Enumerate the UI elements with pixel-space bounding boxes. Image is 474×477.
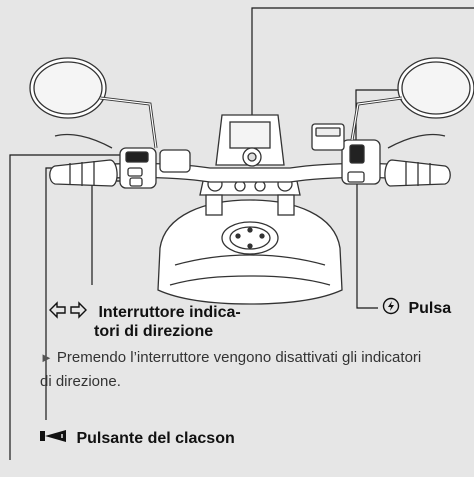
- turn-signal-label: Interruttore indica-: [48, 301, 241, 325]
- hazard-button-text: Pulsa: [408, 300, 452, 318]
- handlebar: [49, 123, 451, 189]
- horn-button-text: Pulsante del clacson: [76, 430, 235, 448]
- hazard-icon: [382, 297, 400, 321]
- left-right-arrows-icon: [48, 301, 88, 325]
- hazard-button-label: Pulsa: [382, 297, 451, 321]
- mirrors: [29, 57, 474, 149]
- turn-signal-label-line2: tori di direzione: [94, 323, 214, 340]
- turn-signal-note-text: Premendo l’interruttore vengono disattiv…: [40, 349, 422, 390]
- turn-signal-note: ►Premendo l’interruttore vengono disatti…: [40, 346, 430, 394]
- horn-button-label: Pulsante del clacson: [40, 428, 235, 450]
- note-arrow-icon: ►: [40, 350, 53, 365]
- turn-signal-label-line1: Interruttore indica-: [98, 304, 241, 322]
- horn-icon: [40, 428, 68, 450]
- motorcycle-body: [157, 114, 343, 305]
